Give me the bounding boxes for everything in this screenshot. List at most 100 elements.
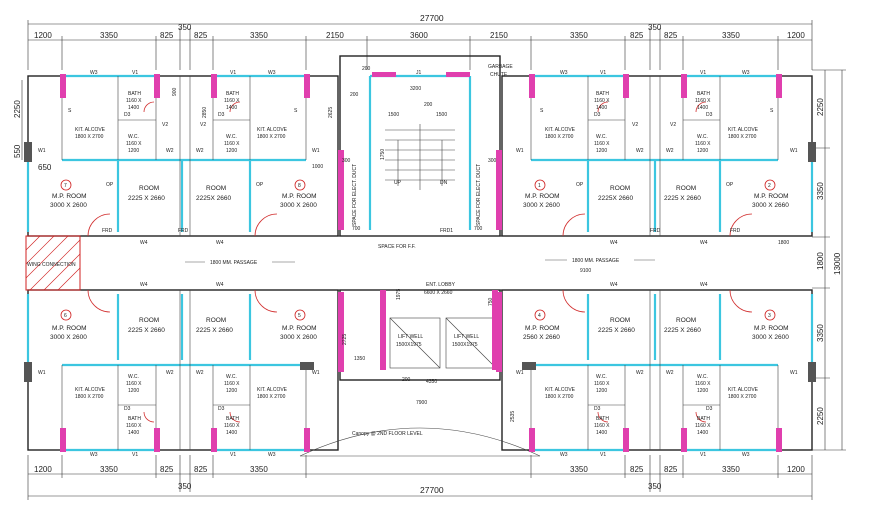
wc-tr-s1: 1160 X [224, 141, 240, 147]
dim-200c: 200 [402, 377, 411, 383]
unit-num-4: 4 [538, 313, 541, 319]
dim-top-10: 825 [630, 31, 644, 40]
bath-bl-s2: 1400 [128, 430, 139, 436]
dim-top-2: 3350 [100, 31, 118, 40]
mp-room-6-size: 3000 X 2600 [50, 334, 87, 341]
mp-room-8-size: 3000 X 2600 [280, 202, 317, 209]
bath-tl: BATH [128, 91, 141, 97]
dim-7900: 7900 [416, 400, 427, 406]
tag-s-2: S [294, 108, 298, 114]
dim-1000: 1000 [312, 164, 323, 170]
mp-room-7: M.P. ROOM [52, 193, 87, 200]
dim-right-1: 2250 [816, 98, 825, 116]
wc-rr-s2: 1200 [697, 148, 708, 154]
dim-top-small-2: 350 [648, 23, 662, 32]
unit-numbers [60, 179, 776, 321]
dim-top-6: 2150 [326, 31, 344, 40]
kit-rr: KIT. ALCOVE [728, 127, 759, 133]
bath-tr: BATH [226, 91, 239, 97]
tag-v1-1: V1 [132, 70, 138, 76]
tag-d3-1: D3 [124, 112, 131, 118]
lift-2-size: 1500X1975 [452, 342, 478, 348]
dim-bot-5: 3350 [250, 465, 268, 474]
overall-dim-top: 27700 [420, 13, 444, 23]
room-bot-2-size: 2225 X 2660 [196, 327, 233, 334]
tag-frd-4: FRD [730, 228, 741, 234]
bath-bl-s1: 1160 X [126, 423, 142, 429]
tag-v1-8: V1 [700, 452, 706, 458]
mp-room-5: M.P. ROOM [282, 325, 317, 332]
kit-br-size: 1800 X 2700 [257, 394, 286, 400]
dim-top-12: 3350 [722, 31, 740, 40]
shaft-left: SPACE FOR ELECT. DUCT [352, 164, 358, 226]
dim-2535: 2535 [510, 411, 516, 422]
dim-bot-small-1: 350 [178, 482, 192, 491]
tag-w1-2: W1 [312, 148, 320, 154]
tag-w4-6: W4 [216, 282, 224, 288]
tag-v2-4: V2 [670, 122, 676, 128]
dim-1800: 1800 [778, 240, 789, 246]
bath-bl: BATH [128, 416, 141, 422]
dim-3200: 3200 [410, 86, 421, 92]
bath-rbr-s2: 1400 [697, 430, 708, 436]
dim-750: 750 [488, 297, 494, 306]
mp-room-5-size: 3000 X 2600 [280, 334, 317, 341]
misc-dims: 7900 4350 9100 1800 200 200 1350 200 272… [172, 66, 789, 422]
wc-rbl: W.C. [596, 374, 607, 380]
room-top-2: ROOM [206, 185, 226, 192]
tag-d3-6: D3 [218, 406, 225, 412]
wc-tr: W.C. [226, 134, 237, 140]
tag-frd-1: FRD [102, 228, 113, 234]
dim-2625: 2625 [328, 107, 334, 118]
j1-label: J1 [416, 70, 422, 76]
wc-rbr: W.C. [697, 374, 708, 380]
tag-v1-5: V1 [132, 452, 138, 458]
dim-200b: 200 [350, 92, 359, 98]
dim-700b: 700 [474, 226, 483, 232]
door-swings [87, 101, 753, 423]
tag-d3-2: D3 [218, 112, 225, 118]
dim-top-5: 3350 [250, 31, 268, 40]
tag-v2-1: V2 [162, 122, 168, 128]
dim-right-3: 1800 [816, 252, 825, 270]
tag-s-4: S [770, 108, 774, 114]
mp-room-4-size: 2560 X 2660 [523, 334, 560, 341]
tag-op-2: OP [256, 182, 264, 188]
mp-room-1: M.P. ROOM [525, 193, 560, 200]
kit-tr: KIT. ALCOVE [257, 127, 288, 133]
tag-w3-4: W3 [742, 70, 750, 76]
bath-tl-s1: 1160 X [126, 98, 142, 104]
shaft-right: SPACE FOR ELECT. DUCT [476, 164, 482, 226]
bath-br-s1: 1160 X [224, 423, 240, 429]
tag-w3-3: W3 [560, 70, 568, 76]
dim-1975: 1975 [396, 289, 402, 300]
dim-right-4: 3350 [816, 324, 825, 342]
tag-v1-6: V1 [230, 452, 236, 458]
mp-room-1-size: 3000 X 2600 [523, 202, 560, 209]
tag-w4-7: W4 [610, 282, 618, 288]
ent-lobby-size: 6600 X 2660 [424, 290, 453, 296]
tag-w1-8: W1 [790, 370, 798, 376]
tag-w4-1: W4 [140, 240, 148, 246]
wc-rl-s2: 1200 [596, 148, 607, 154]
tag-d3-3: D3 [594, 112, 601, 118]
bath-rl-s1: 1160 X [594, 98, 610, 104]
bath-rr: BATH [697, 91, 710, 97]
dim-bot-1: 1200 [34, 465, 52, 474]
bath-tr-s2: 1400 [226, 105, 237, 111]
wc-rr-s1: 1160 X [695, 141, 711, 147]
dim-2725: 2725 [342, 334, 348, 345]
right-dim-labels: 2250 3350 1800 3350 2250 13000 [816, 98, 842, 425]
tag-frd-2: FRD [178, 228, 189, 234]
dim-300a: 300 [342, 158, 351, 164]
bottom-dimensions [27, 455, 813, 500]
overall-dim-bottom: 27700 [420, 485, 444, 495]
kit-rbr: KIT. ALCOVE [728, 387, 759, 393]
room-bot-1: ROOM [139, 317, 159, 324]
service-labels: KIT. ALCOVE 1800 X 2700 KIT. ALCOVE 1800… [75, 91, 759, 436]
tag-op-4: OP [726, 182, 734, 188]
dim-bot-7: 825 [630, 465, 644, 474]
dim-200a: 200 [362, 66, 371, 72]
tag-v1-4: V1 [700, 70, 706, 76]
kit-rbl: KIT. ALCOVE [545, 387, 576, 393]
